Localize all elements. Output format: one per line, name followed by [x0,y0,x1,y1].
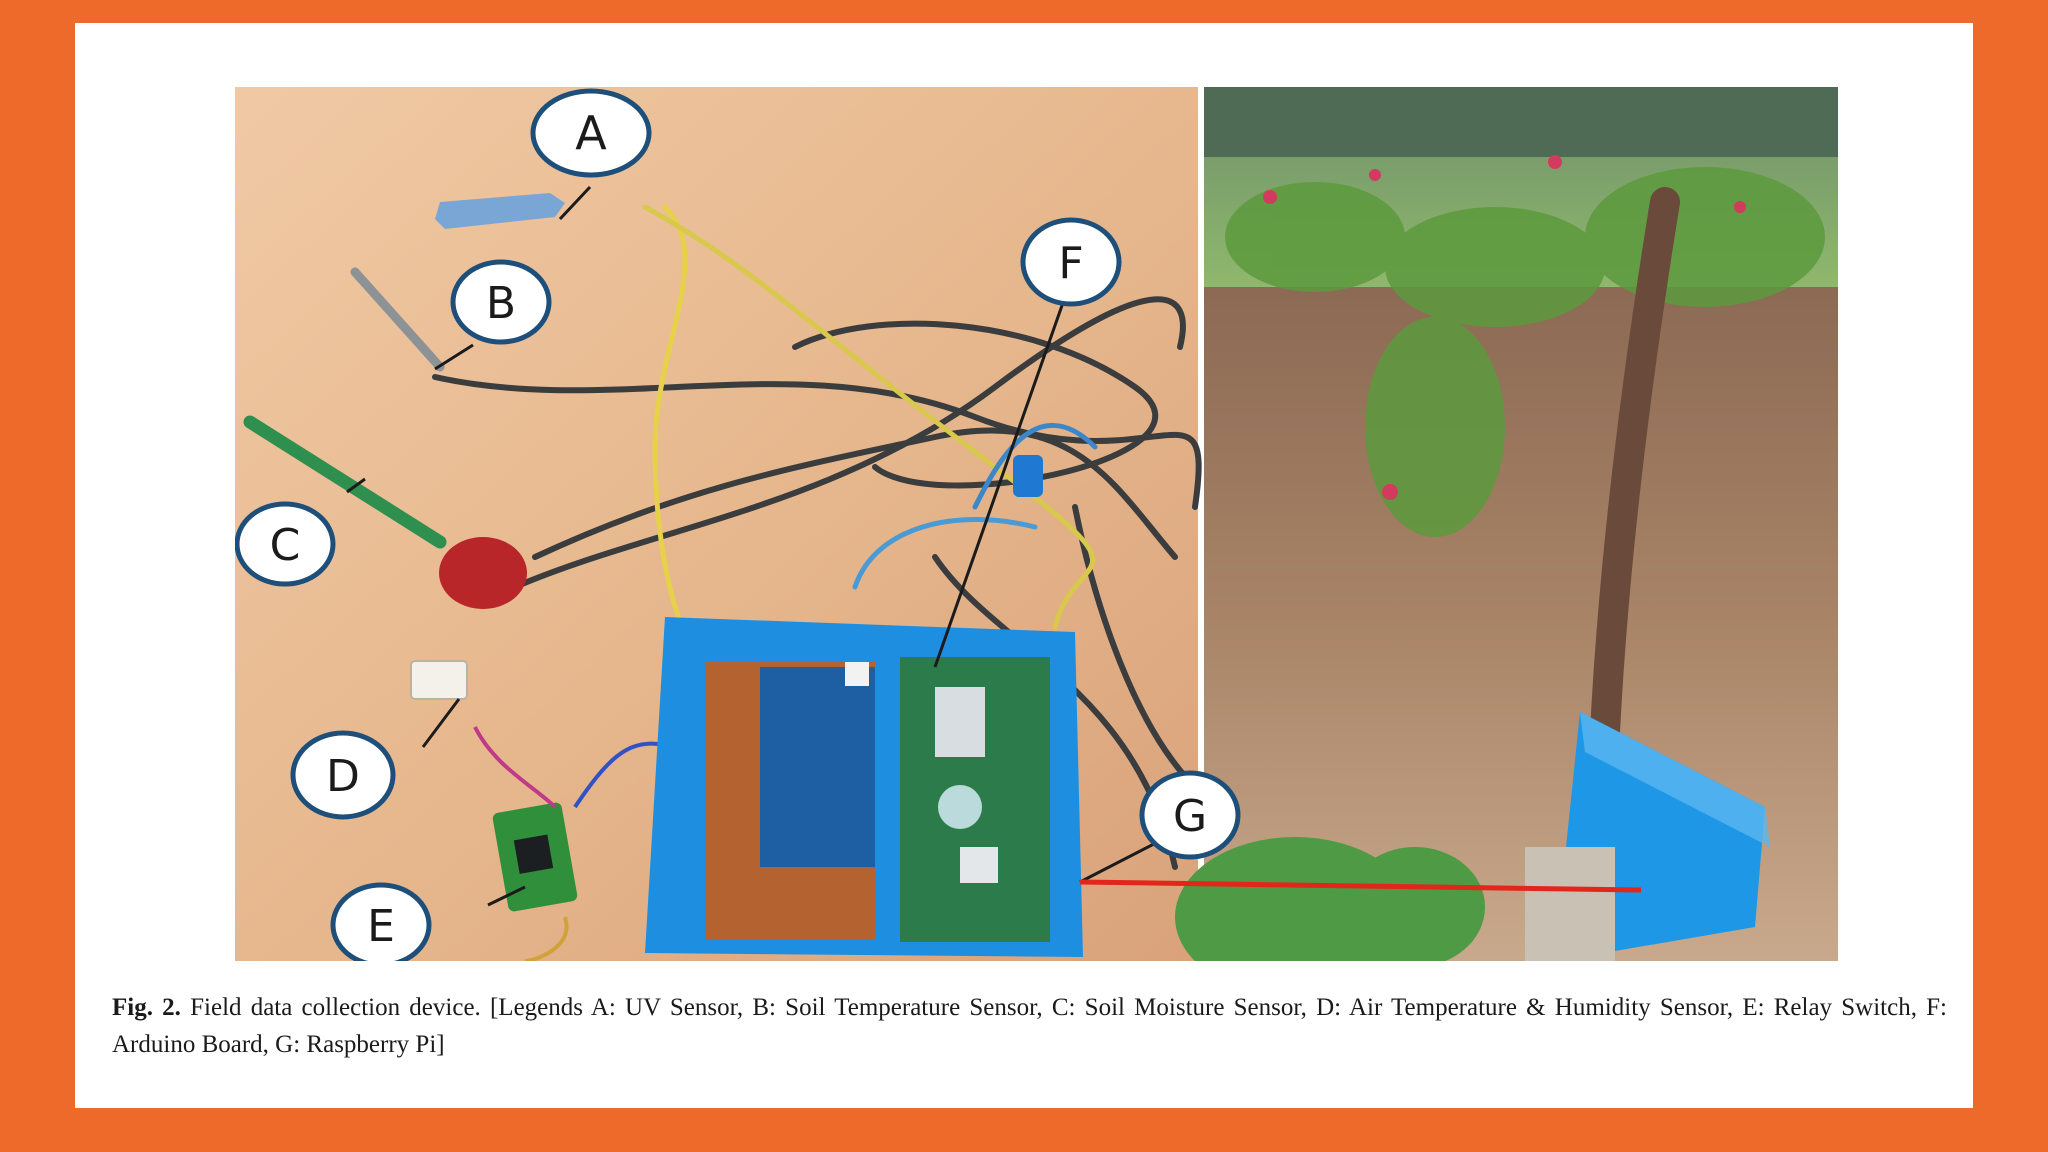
cable-tie [1013,455,1043,497]
field-device-figure: A B C D E F G [235,87,1838,961]
callout-c: C [235,501,336,587]
pointer-line [1079,879,1642,893]
field-photo [1175,87,1838,961]
figure-caption: Fig. 2. Field data collection device. [L… [112,989,1947,1063]
callout-a-label: A [575,106,607,160]
wooden-pole [1588,187,1680,792]
callout-d-label: D [326,751,360,802]
callout-f-label: F [1058,238,1083,289]
blue-enclosure [645,617,1083,957]
moisture-sensor-cap [439,537,527,609]
callout-e: E [330,882,432,961]
callout-e-label: E [367,901,395,952]
air-temperature-humidity-sensor [410,660,468,700]
callout-b: B [450,259,552,345]
callout-c-label: C [270,520,301,571]
stone-block [1525,847,1615,961]
rose-bushes [1225,167,1825,537]
callout-g: G [1139,770,1241,860]
caption-text: Field data collection device. [Legends A… [112,994,1947,1058]
device-photo [235,87,1202,961]
grass [1175,837,1485,961]
caption-label: Fig. 2. [112,994,181,1021]
callout-b-label: B [486,278,516,329]
callout-g-label: G [1173,791,1207,842]
figure-card: A B C D E F G Fig. 2. Field data collect… [75,23,1973,1108]
uv-sensor [435,193,565,229]
callout-f: F [1020,217,1122,307]
callout-a: A [530,88,652,178]
soil-temperature-probe [350,267,445,372]
callout-d: D [290,730,396,820]
soil-moisture-sensor [243,415,447,549]
